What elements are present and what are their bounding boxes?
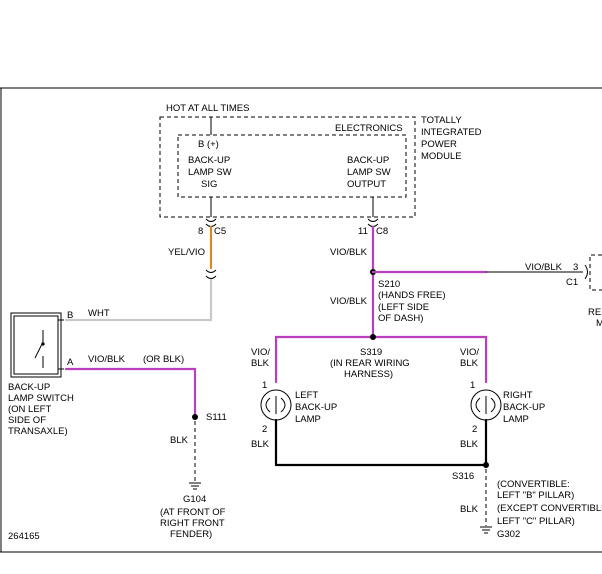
wire-label-vio-blk-output: VIO/BLK xyxy=(330,247,368,258)
figure-id: 264165 xyxy=(8,531,40,542)
connector-c1-pin: 3 xyxy=(573,262,578,273)
switch-pivot xyxy=(41,342,45,346)
c1-component-cut-label-1: RE xyxy=(588,307,601,318)
switch-pin-b-label: B xyxy=(67,310,73,321)
inline-connector-bottom xyxy=(205,275,217,279)
splice-s210-desc-3: OF DASH) xyxy=(378,313,423,324)
right-lamp-label-1: RIGHT xyxy=(503,390,533,401)
wire-label-yel-vio: YEL/VIO xyxy=(168,247,205,258)
ground-g302-desc-3: (EXCEPT CONVERTIBLE: xyxy=(497,503,602,514)
sig-line-3: SIG xyxy=(201,179,217,190)
right-lamp-pin-2: 2 xyxy=(472,424,477,435)
switch-pin-a-label: A xyxy=(67,357,74,368)
switch-label-line-4: SIDE OF xyxy=(8,415,46,426)
wire-label-vio-blk-switch: VIO/BLK xyxy=(88,354,126,365)
out-line-1: BACK-UP xyxy=(347,155,389,166)
out-line-3: OUTPUT xyxy=(347,179,386,190)
wire-label-blk-left-lamp: BLK xyxy=(251,439,270,450)
hot-at-all-times-label: HOT AT ALL TIMES xyxy=(166,103,249,114)
splice-s111-label: S111 xyxy=(206,412,227,423)
module-name-line-4: MODULE xyxy=(421,151,462,162)
backup-lamp-switch-inner xyxy=(13,315,59,375)
wire-label-wht: WHT xyxy=(88,308,110,319)
connector-c1-label: C1 xyxy=(566,277,578,288)
module-name-line-3: POWER xyxy=(421,139,457,150)
splice-s316-dot xyxy=(483,462,489,468)
switch-label-line-2: LAMP SWITCH xyxy=(8,393,74,404)
pin-11-label: 11 xyxy=(358,226,368,237)
backup-lamp-switch xyxy=(10,312,62,378)
right-lamp-pin-1: 1 xyxy=(470,380,475,391)
left-lamp-label-2: BACK-UP xyxy=(295,402,337,413)
splice-s111-dot xyxy=(192,414,198,420)
splice-s319-dot xyxy=(370,334,376,340)
wire-label-blk-s111: BLK xyxy=(170,435,189,446)
c1-component-box xyxy=(589,254,602,291)
ground-g104-label: G104 xyxy=(183,494,206,505)
connector-c5-top xyxy=(205,218,217,222)
wire-label-vio-blk-c1: VIO/BLK xyxy=(525,262,563,273)
pin-8-label: 8 xyxy=(198,226,203,237)
wire-label-blk-right-lamp: BLK xyxy=(460,439,479,450)
connector-c8-top xyxy=(367,218,379,222)
left-lamp-filament-icon xyxy=(265,396,286,414)
inline-connector-top xyxy=(205,269,217,273)
wire-vio-blk-switch xyxy=(64,367,197,417)
splice-s319-desc-1: (IN REAR WIRING xyxy=(330,358,410,369)
splice-s319-desc-2: HARNESS) xyxy=(344,369,393,380)
sig-line-1: BACK-UP xyxy=(188,155,230,166)
connector-c8-label: C8 xyxy=(376,226,388,237)
ground-g104-desc-3: FENDER) xyxy=(170,529,212,540)
wire-label-blk-right-1: BLK xyxy=(460,358,479,369)
ground-g302-desc-1: (CONVERTIBLE: xyxy=(497,479,570,490)
connector-c1-symbol xyxy=(584,264,588,280)
switch-label-line-1: BACK-UP xyxy=(8,382,50,393)
wire-label-blk-left-1: BLK xyxy=(251,358,270,369)
splice-s210-label: S210 xyxy=(378,279,400,290)
left-lamp-label-3: LAMP xyxy=(295,414,321,425)
ground-g302-desc-2: LEFT "B" PILLAR) xyxy=(497,490,574,501)
module-name-line-2: INTEGRATED xyxy=(421,127,482,138)
ground-g104-desc-2: RIGHT FRONT xyxy=(160,518,225,529)
switch-label-line-5: TRANSAXLE) xyxy=(8,426,68,437)
connector-c5-label: C5 xyxy=(214,226,226,237)
electronics-box xyxy=(177,134,407,198)
electronics-label: ELECTRONICS xyxy=(335,123,403,134)
right-lamp-filament-icon xyxy=(475,396,496,414)
c1-component-cut-label-2: M xyxy=(596,318,602,329)
splice-s319-label: S319 xyxy=(360,347,382,358)
module-name-line-1: TOTALLY xyxy=(421,115,462,126)
wire-label-blk-s316: BLK xyxy=(460,504,479,515)
wire-label-vio-right-1: VIO/ xyxy=(460,347,479,358)
wire-label-or-blk: (OR BLK) xyxy=(143,354,184,365)
wire-vio-blk-s319 xyxy=(274,335,488,384)
splice-s210-desc-1: (HANDS FREE) xyxy=(378,290,446,301)
power-module-box xyxy=(159,116,416,218)
sig-line-2: LAMP SW xyxy=(188,167,232,178)
wire-label-vio-left-1: VIO/ xyxy=(251,347,270,358)
splice-s316-label: S316 xyxy=(452,471,474,482)
right-lamp-label-3: LAMP xyxy=(503,414,529,425)
left-lamp-pin-1: 1 xyxy=(262,380,267,391)
pin-b-plus-label: B (+) xyxy=(198,139,219,150)
ground-g302-label: G302 xyxy=(497,529,520,540)
switch-label-line-3: (ON LEFT xyxy=(8,404,51,415)
splice-s210-desc-2: (LEFT SIDE xyxy=(378,302,429,313)
wire-wht xyxy=(64,278,213,322)
ground-g104-desc-1: (AT FRONT OF xyxy=(160,507,226,518)
ground-g302-desc-4: LEFT "C" PILLAR) xyxy=(497,516,575,527)
left-lamp-label-1: LEFT xyxy=(295,390,318,401)
wire-label-vio-blk-s210: VIO/BLK xyxy=(330,296,368,307)
right-lamp-label-2: BACK-UP xyxy=(503,402,545,413)
out-line-2: LAMP SW xyxy=(347,167,391,178)
left-lamp-pin-2: 2 xyxy=(262,424,267,435)
